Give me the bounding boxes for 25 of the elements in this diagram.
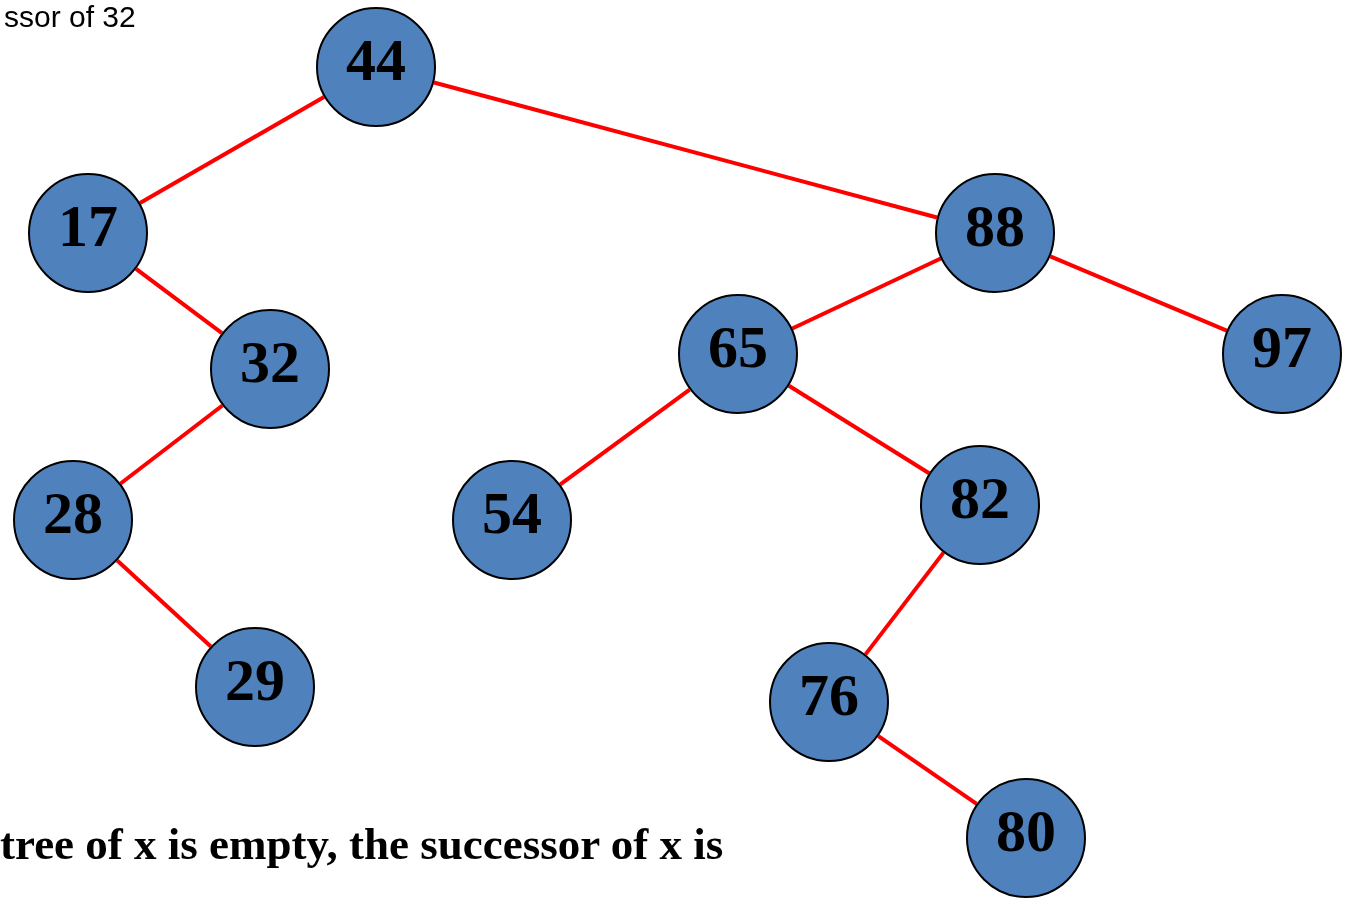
- node-value: 76: [799, 665, 859, 725]
- connector-line: [433, 80, 938, 220]
- node-value: 32: [240, 332, 300, 392]
- connector-line: [134, 267, 224, 335]
- node-value: 65: [708, 317, 768, 377]
- node-value: 80: [996, 801, 1056, 861]
- caption-text: tree of x is empty, the successor of x is: [0, 818, 724, 870]
- node-value: 44: [346, 30, 406, 90]
- connector-line: [119, 403, 224, 486]
- connector-line: [791, 256, 942, 331]
- connector-line: [863, 551, 946, 656]
- node-value: 29: [225, 650, 285, 710]
- node-value: 17: [58, 196, 118, 256]
- caption-text: ssor of 32: [4, 0, 136, 34]
- node-value: 97: [1252, 317, 1312, 377]
- node-value: 28: [43, 483, 103, 543]
- connector-line: [877, 734, 978, 806]
- connector-line: [115, 559, 213, 648]
- node-value: 54: [482, 483, 542, 543]
- connector-line: [787, 384, 931, 475]
- node-value: 82: [950, 468, 1010, 528]
- connector-line: [559, 387, 691, 487]
- connector-line: [1049, 254, 1228, 333]
- node-value: 88: [965, 196, 1025, 256]
- connector-line: [139, 95, 325, 205]
